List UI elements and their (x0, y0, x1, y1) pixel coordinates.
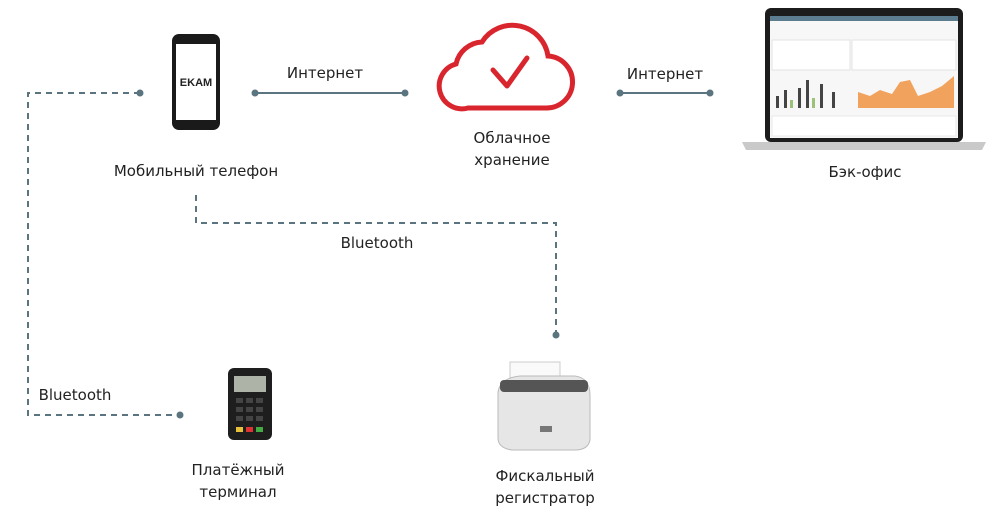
terminal-label-line1: Платёжный (191, 461, 285, 479)
fiscal-label-line1: Фискальный (495, 467, 595, 485)
payment-terminal-icon (228, 368, 272, 440)
link-label-bluetooth-fiscal: Bluetooth (340, 234, 414, 252)
link-label-bluetooth-terminal: Bluetooth (38, 386, 112, 404)
terminal-label-line2: терминал (199, 483, 277, 501)
check-icon (490, 55, 530, 89)
link-label-internet-1: Интернет (286, 64, 364, 82)
phone-label: Мобильный телефон (113, 162, 279, 180)
phone-icon: EKAM (172, 34, 220, 130)
link-endpoints (136, 89, 714, 419)
backoffice-label: Бэк-офис (828, 163, 902, 181)
cloud-icon (436, 22, 575, 112)
link-phone-terminal (27, 92, 180, 416)
link-label-internet-2: Интернет (626, 65, 704, 83)
fiscal-printer-icon (497, 361, 591, 451)
cloud-label-line2: хранение (474, 151, 550, 169)
laptop-icon (742, 8, 986, 150)
cloud-label-line1: Облачное (473, 129, 551, 147)
link-phone-fiscal (195, 195, 557, 335)
svg-text:EKAM: EKAM (180, 77, 212, 89)
fiscal-label-line2: регистратор (495, 489, 595, 507)
